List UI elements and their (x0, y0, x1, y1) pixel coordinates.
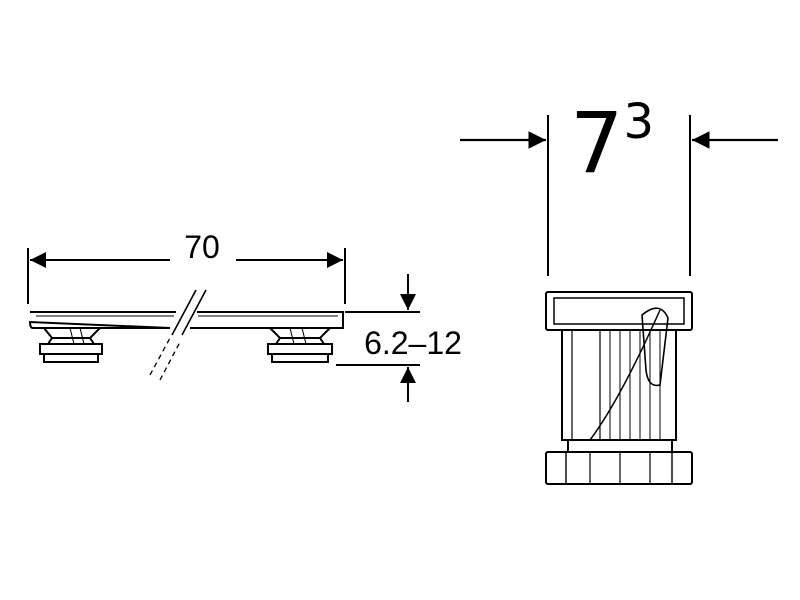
break-dash-2 (159, 341, 181, 381)
front-view-drawing (460, 115, 778, 485)
foot-collar (567, 439, 673, 453)
width-label-superscript: 3 (623, 94, 654, 150)
foot-top-cap (545, 291, 693, 331)
break-line-2 (181, 289, 207, 336)
foot-base-nut (545, 451, 693, 485)
break-line-1 (171, 289, 197, 336)
length-label: 70 (184, 229, 220, 265)
break-dash-1 (149, 337, 171, 376)
side-view-drawing (27, 248, 420, 402)
foot-body (561, 307, 677, 441)
width-label-base: 7 (570, 94, 623, 192)
right-foot (267, 327, 333, 363)
height-label: 6.2–12 (364, 325, 462, 361)
left-foot (39, 327, 103, 363)
width-label: 73 (570, 94, 654, 192)
plate-outline (28, 311, 344, 329)
